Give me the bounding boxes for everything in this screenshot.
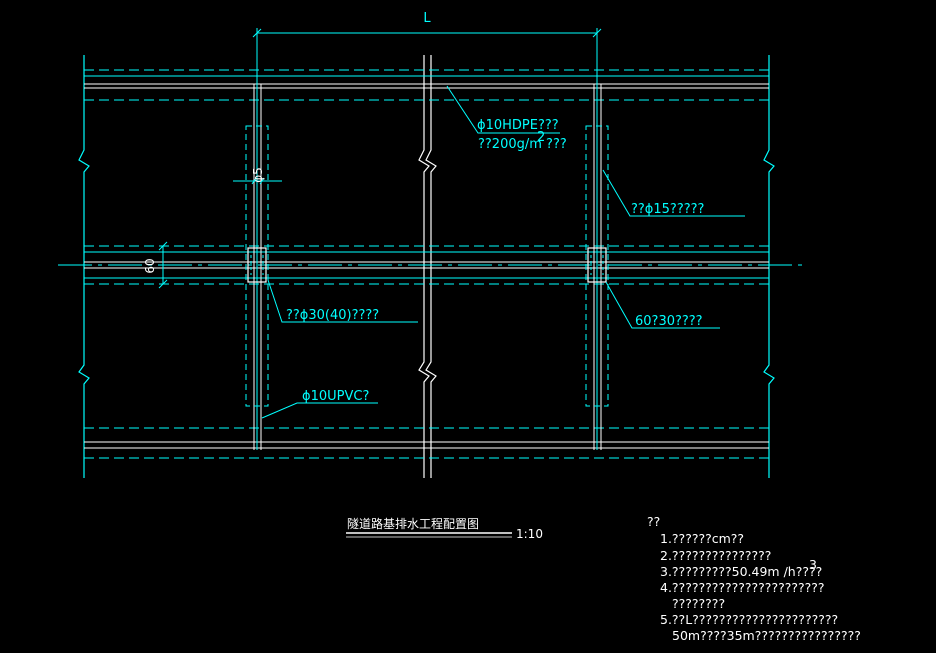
dimension-phi5 xyxy=(233,177,282,185)
dimension-phi5-label: φ5 xyxy=(251,167,265,183)
dimension-60 xyxy=(158,241,168,289)
note-3: 3.?????????50.49m /h???? xyxy=(660,564,822,579)
left-break-line xyxy=(78,55,90,478)
top-drain-band xyxy=(84,69,769,101)
note-1: 1.??????cm?? xyxy=(660,531,744,546)
bottom-drain-band xyxy=(84,427,769,459)
right-vertical-pipe xyxy=(585,28,609,450)
dimension-60-label: 60 xyxy=(143,258,157,273)
note-5-cont: 50m????35m???????????????? xyxy=(672,628,861,643)
note-4-cont: ???????? xyxy=(672,596,725,611)
phi30-label: ??ϕ30(40)???? xyxy=(286,308,379,323)
hdpe-label: ϕ10HDPE??? xyxy=(477,118,559,133)
right-break-line xyxy=(763,55,775,478)
dimension-L xyxy=(252,28,602,38)
dimension-L-label: L xyxy=(423,11,431,26)
phi15-label: ??ϕ15????? xyxy=(631,202,704,217)
geotextile-superscript: 2 xyxy=(537,130,545,145)
note-2: 2.??????????????? xyxy=(660,548,771,563)
leader-lines xyxy=(261,85,745,419)
middle-drain-band xyxy=(58,245,808,285)
drawing-title: 隧道路基排水工程配置图 xyxy=(347,516,479,531)
note-3-superscript: 3 xyxy=(809,557,817,572)
drawing-scale: 1:10 xyxy=(516,527,543,541)
note-5: 5.??L?????????????????????? xyxy=(660,612,838,627)
left-vertical-pipe xyxy=(245,28,269,450)
geotextile-label: ??200g/m ??? xyxy=(478,137,567,152)
sixty-label: 60?30???? xyxy=(635,314,703,329)
notes-heading: ?? xyxy=(647,514,660,529)
center-break-line xyxy=(418,55,437,478)
note-4: 4.??????????????????????? xyxy=(660,580,825,595)
upvc-label: ϕ10UPVC? xyxy=(302,389,369,404)
